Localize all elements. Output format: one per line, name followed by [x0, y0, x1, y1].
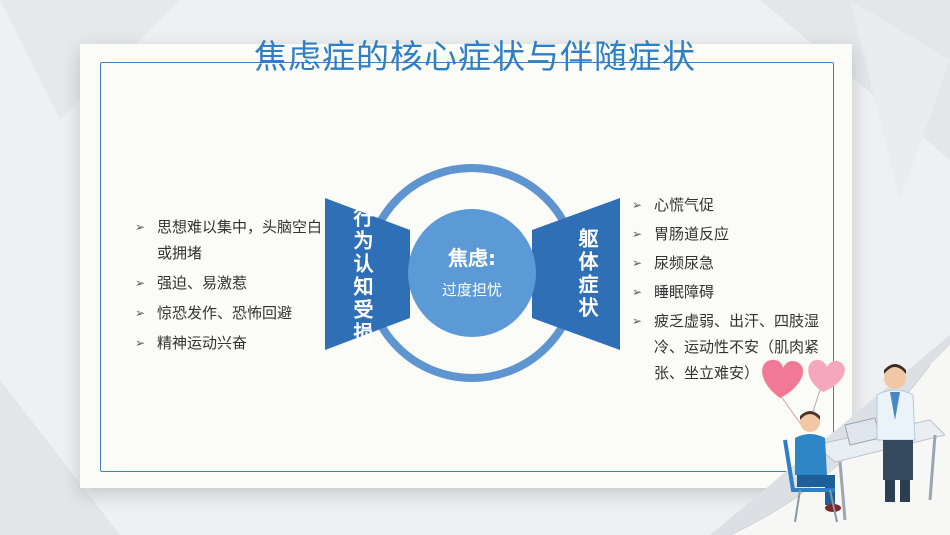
chevron-right-icon: ➢ [135, 220, 146, 234]
chevron-right-icon: ➢ [632, 198, 643, 212]
right-symptom-list: ➢心慌气促 ➢胃肠道反应 ➢尿频尿急 ➢睡眠障碍 ➢疲乏虚弱、出汗、四肢湿冷、运… [632, 192, 832, 389]
anxiety-diagram: 行为认知受损 躯体症状 焦虑: 过度担忧 [320, 150, 620, 400]
left-wing [325, 198, 410, 350]
list-item: ➢疲乏虚弱、出汗、四肢湿冷、运动性不安（肌肉紧张、坐立难安） [632, 308, 832, 386]
doctor-icon [876, 364, 916, 502]
center-main: 焦虑: [448, 246, 496, 270]
list-item: ➢睡眠障碍 [632, 279, 832, 305]
list-item: ➢胃肠道反应 [632, 221, 832, 247]
right-label: 躯体症状 [575, 228, 599, 320]
right-wing [532, 198, 620, 350]
chair-icon [783, 439, 838, 523]
list-item: ➢尿频尿急 [632, 250, 832, 276]
list-item: ➢思想难以集中，头脑空白或拥堵 [135, 214, 325, 266]
slide-frame [100, 62, 834, 472]
chevron-right-icon: ➢ [135, 306, 146, 320]
left-label: 行为认知受损 [350, 207, 374, 345]
list-item: ➢心慌气促 [632, 192, 832, 218]
consultation-illustration [762, 359, 945, 523]
chevron-right-icon: ➢ [135, 276, 146, 290]
center-text: 焦虑: 过度担忧 [402, 242, 542, 300]
heart-balloons-icon [762, 359, 845, 431]
list-item: ➢强迫、易激惹 [135, 270, 325, 296]
list-item: ➢惊恐发作、恐怖回避 [135, 300, 325, 326]
page-title: 焦虑症的核心症状与伴随症状 [254, 37, 696, 76]
chevron-right-icon: ➢ [632, 285, 643, 299]
diagram-shapes [325, 164, 620, 382]
center-circle [408, 209, 536, 337]
chevron-right-icon: ➢ [632, 227, 643, 241]
center-sub: 过度担忧 [441, 281, 502, 299]
chevron-right-icon: ➢ [135, 336, 146, 350]
chevron-right-icon: ➢ [632, 256, 643, 270]
left-symptom-list: ➢思想难以集中，头脑空白或拥堵 ➢强迫、易激惹 ➢惊恐发作、恐怖回避 ➢精神运动… [135, 214, 325, 360]
list-item: ➢精神运动兴奋 [135, 330, 325, 356]
chevron-right-icon: ➢ [632, 314, 643, 328]
